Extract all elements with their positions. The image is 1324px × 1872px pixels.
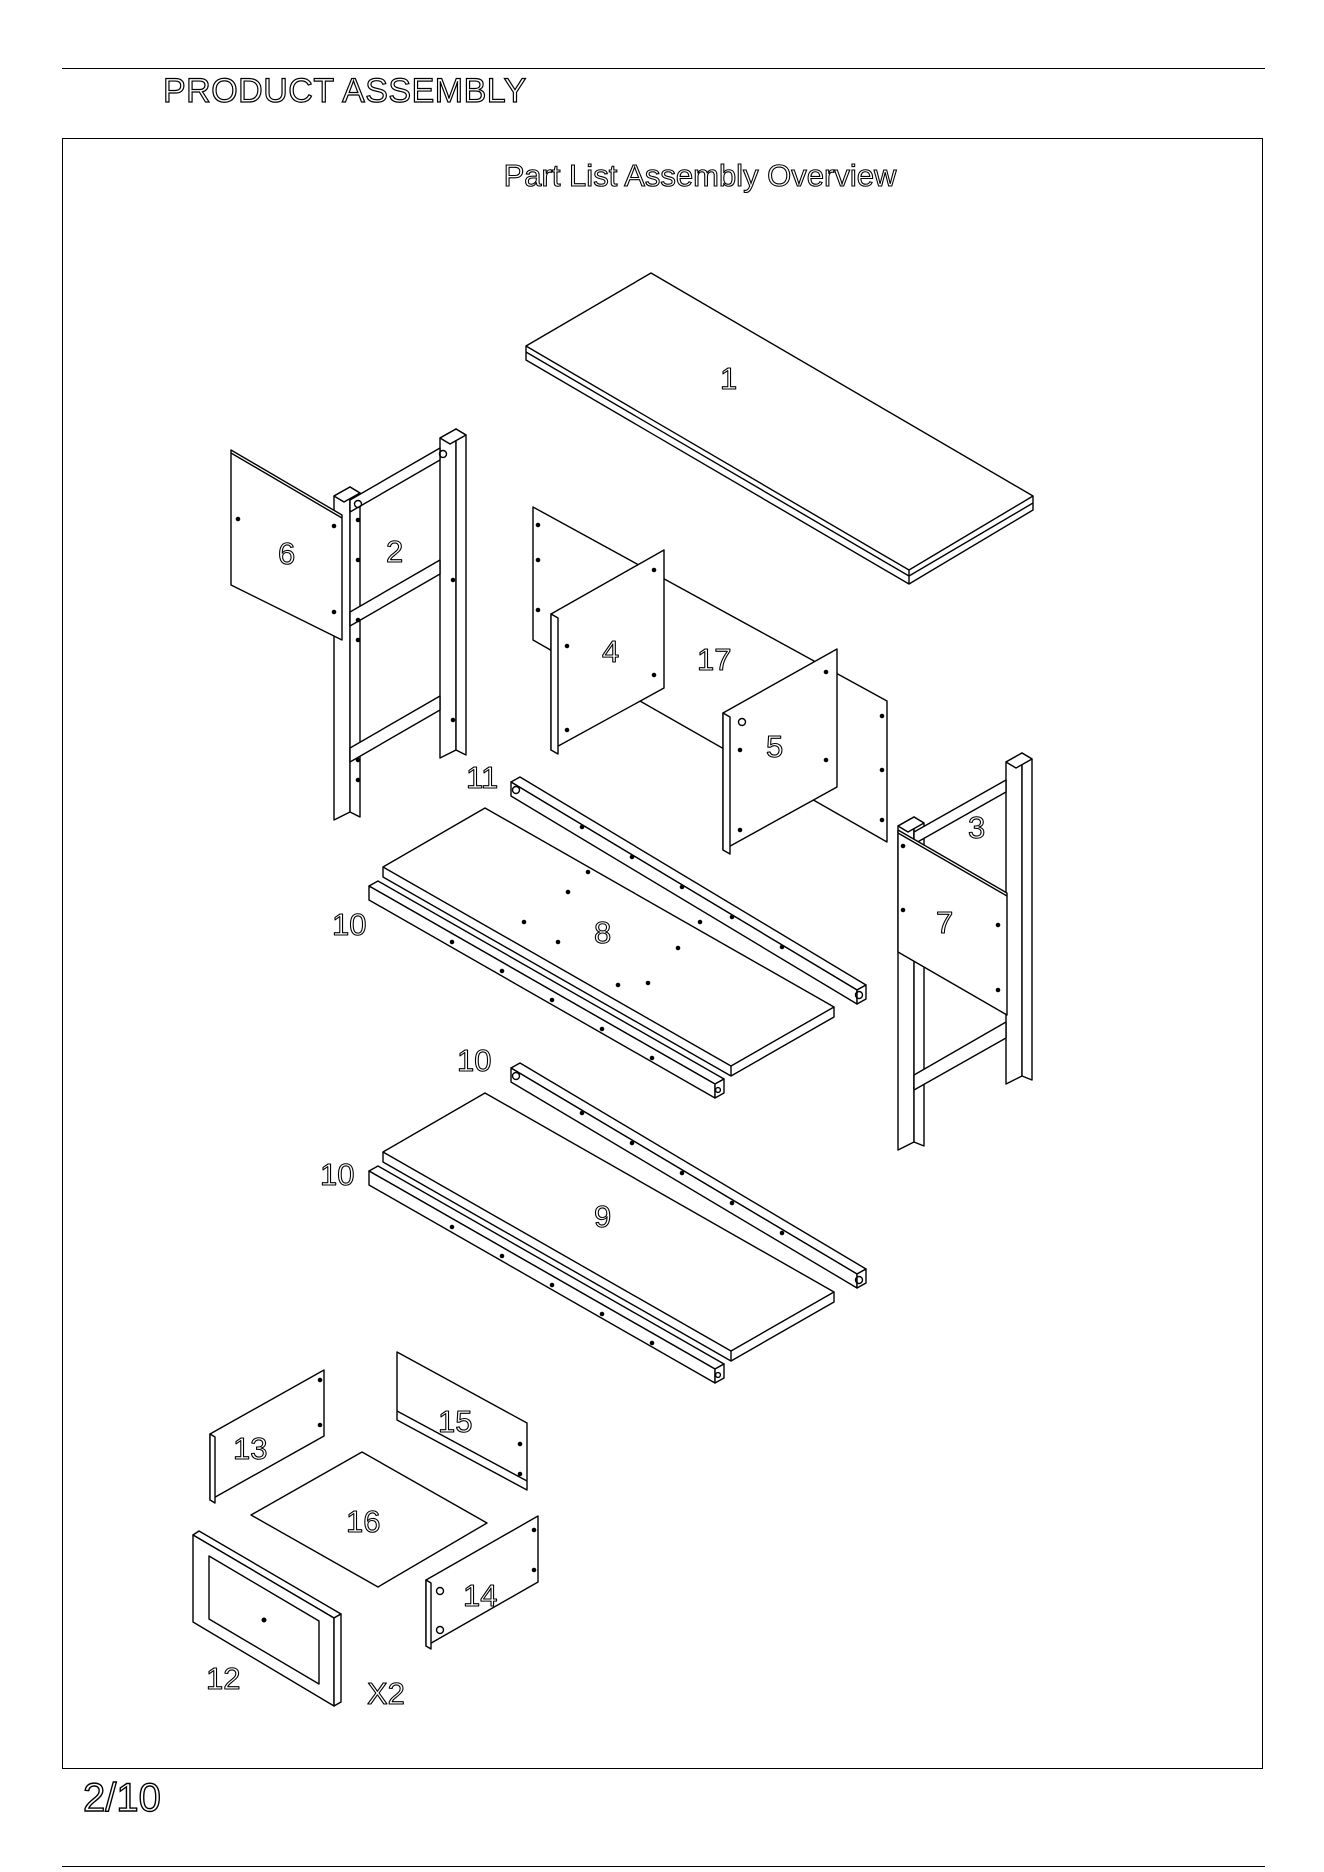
label-part-9: 9 xyxy=(594,1199,611,1234)
label-part-6: 6 xyxy=(278,536,295,571)
label-part-2: 2 xyxy=(386,534,403,569)
label-part-13: 13 xyxy=(233,1431,267,1466)
label-part-7: 7 xyxy=(936,905,953,940)
part-2-left-leg-frame xyxy=(334,429,466,820)
label-part-5: 5 xyxy=(766,729,783,764)
label-part-16: 16 xyxy=(346,1504,380,1539)
label-part-10-c: 10 xyxy=(320,1157,354,1192)
label-part-8: 8 xyxy=(594,915,611,950)
page-number: 2/10 xyxy=(83,1776,161,1821)
label-part-1: 1 xyxy=(720,361,737,396)
label-part-4: 4 xyxy=(602,634,619,669)
label-part-14: 14 xyxy=(463,1578,497,1613)
label-part-17: 17 xyxy=(697,642,731,677)
label-part-15: 15 xyxy=(438,1404,472,1439)
label-part-3: 3 xyxy=(968,810,985,845)
label-part-12: 12 xyxy=(206,1661,240,1696)
part-1-top-panel xyxy=(526,273,1033,584)
label-quantity: X2 xyxy=(367,1676,405,1711)
label-part-11: 11 xyxy=(466,760,498,795)
label-part-10-b: 10 xyxy=(457,1043,491,1078)
bottom-rule xyxy=(62,1866,1265,1867)
label-part-10-a: 10 xyxy=(332,907,366,942)
